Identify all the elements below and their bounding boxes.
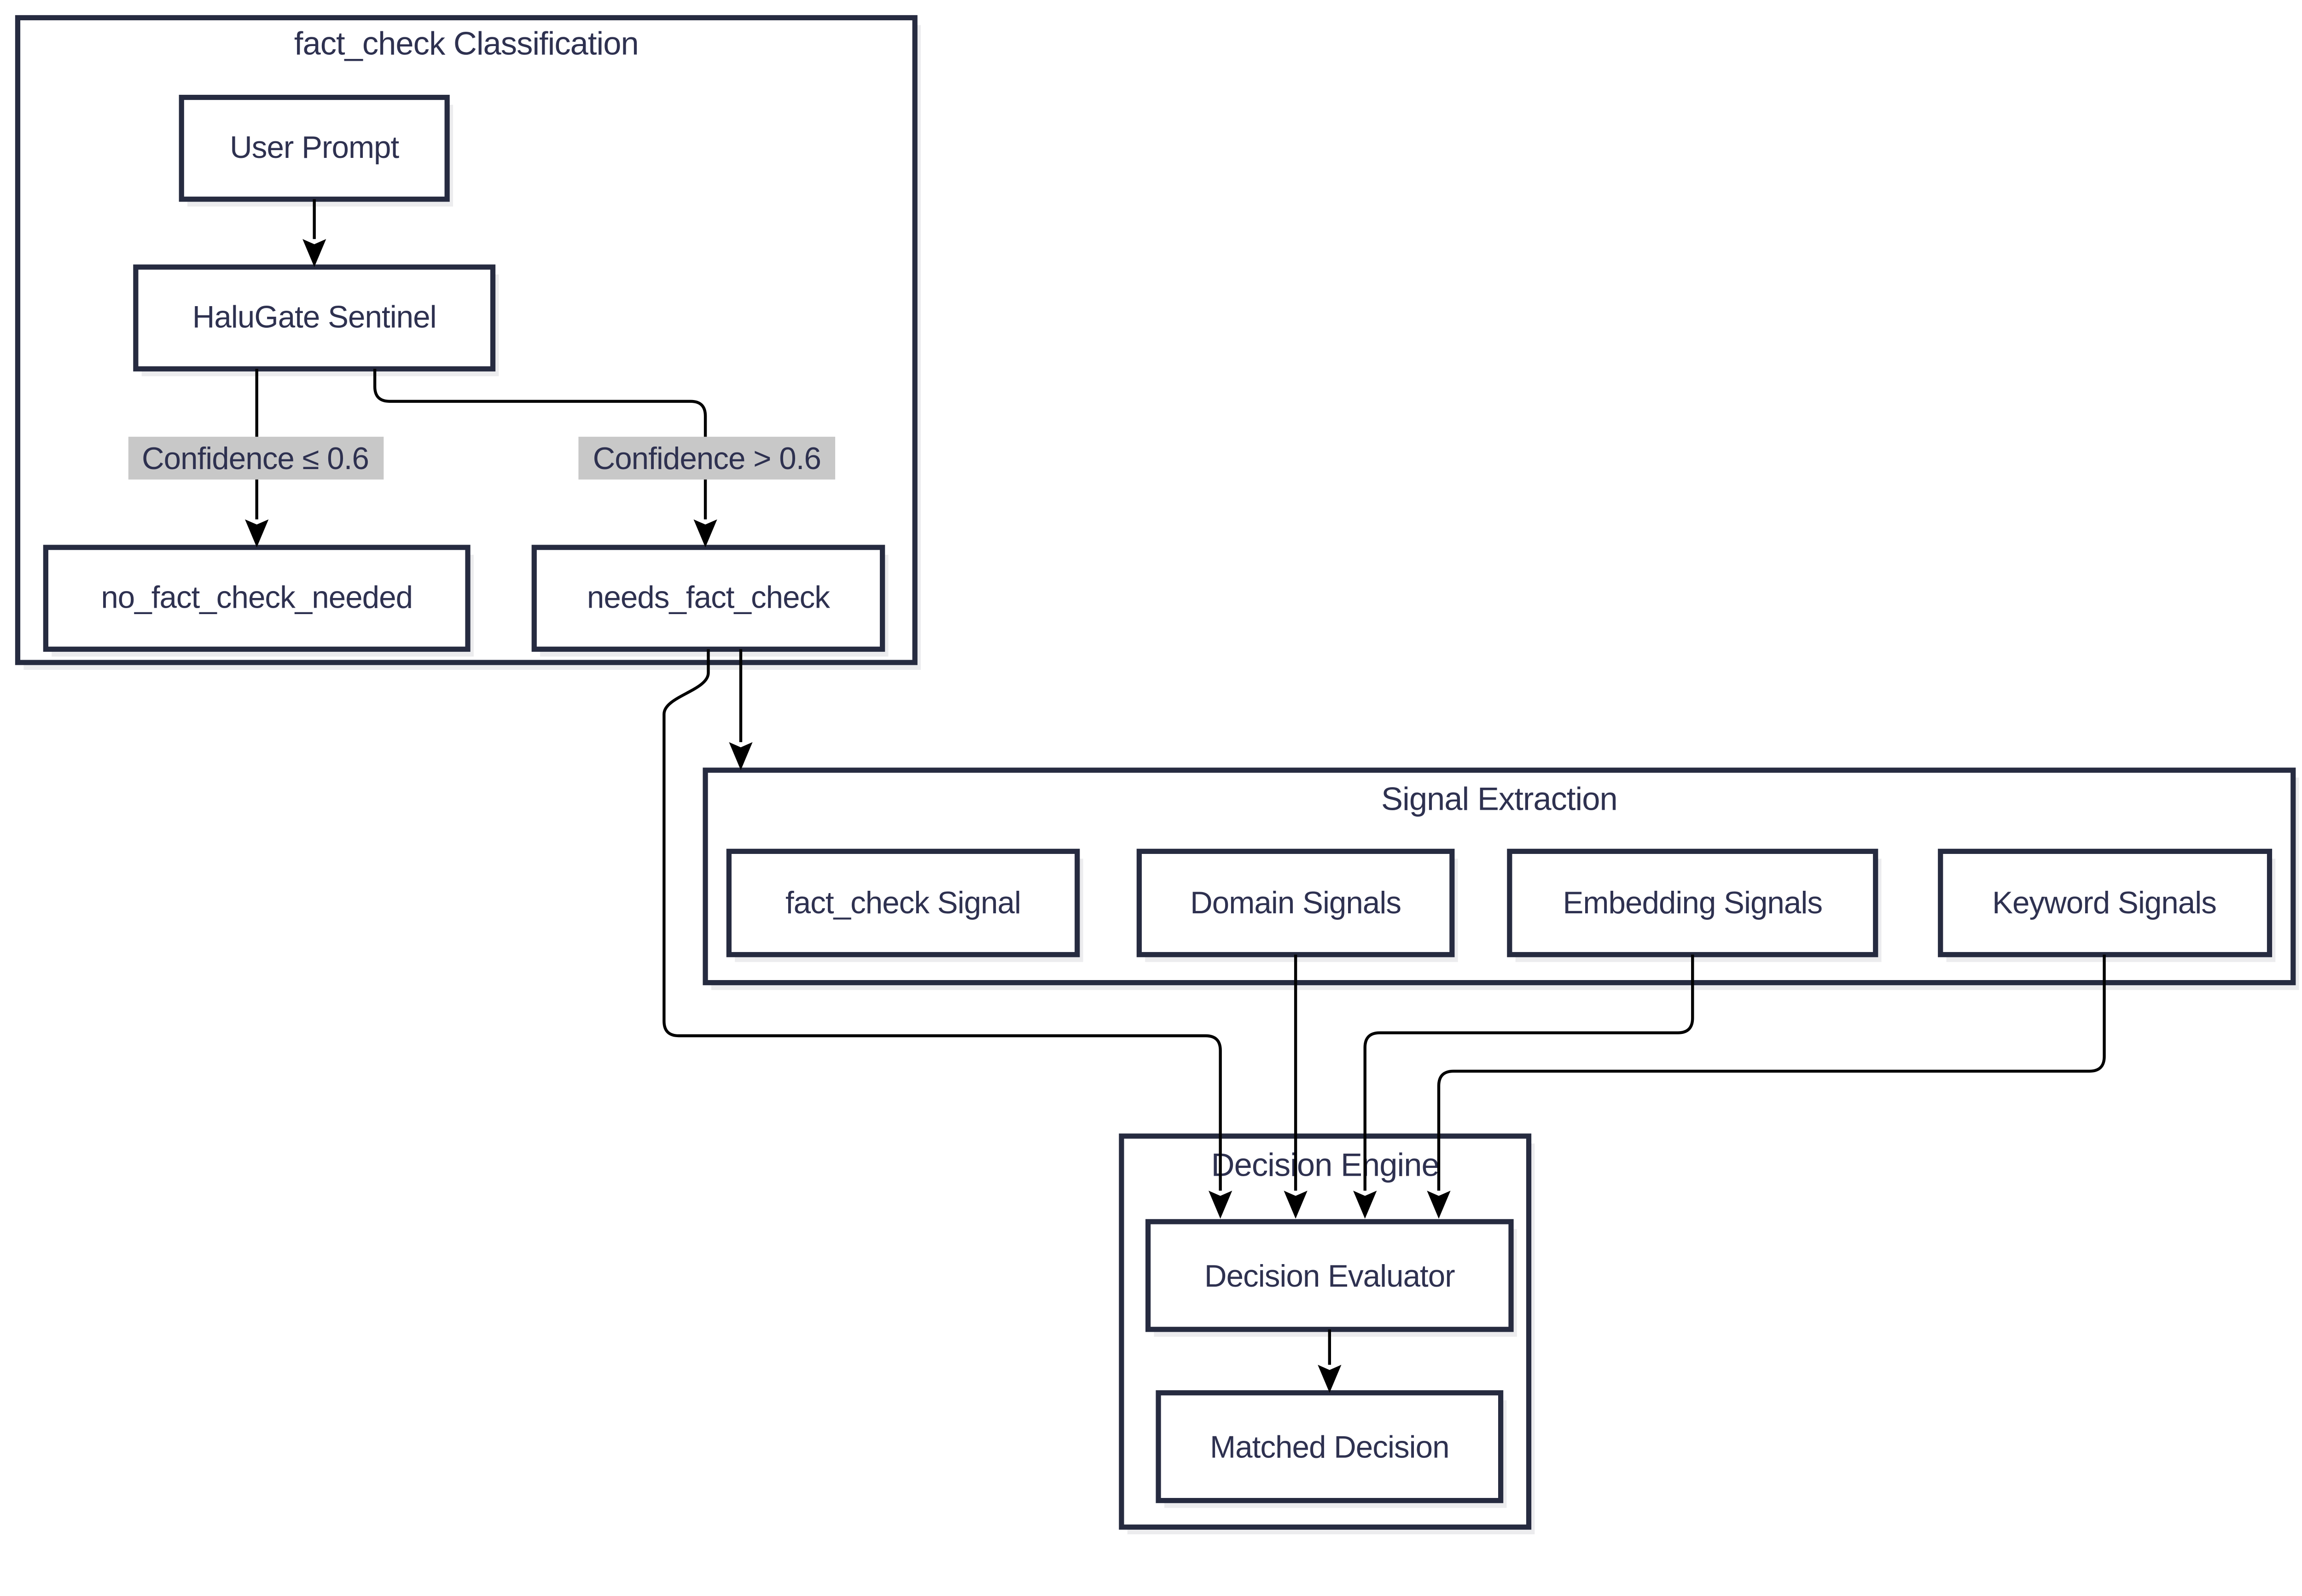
arrowhead-icon [1427,1190,1451,1219]
node-needs-fact-check-box [531,545,885,652]
edge-label-low-confidence-text: Confidence ≤ 0.6 [142,441,369,476]
edge-halugate-to-needs-fact-check [373,369,707,520]
node-keyword-signals-box [1938,848,2273,958]
node-matched-decision-label: Matched Decision [1210,1430,1449,1465]
edge-label-low-confidence: Confidence ≤ 0.6 [128,436,384,480]
node-no-fact-check-needed: no_fact_check_needed [43,545,474,657]
arrowhead-icon [1284,1190,1308,1219]
node-matched-decision-box [1156,1390,1504,1503]
edge-label-high-confidence-bg [578,436,836,480]
node-no-fact-check-needed-box [43,545,471,652]
node-halugate-sentinel: HaluGate Sentinel [133,264,499,377]
edge-keyword-signals-to-decision-evaluator [1437,954,2106,1191]
node-fact-check-signal: fact_check Signal [726,848,1083,962]
node-user-prompt: User Prompt [179,94,453,207]
node-user-prompt-label: User Prompt [230,130,399,165]
arrowhead-icon [729,742,753,771]
node-keyword-signals: Keyword Signals [1938,848,2276,962]
node-domain-signals-label: Domain Signals [1190,886,1401,920]
node-decision-evaluator: Decision Evaluator [1145,1219,1517,1337]
node-halugate-sentinel-label: HaluGate Sentinel [192,300,436,335]
node-decision-evaluator-box [1145,1219,1514,1332]
edge-label-high-confidence: Confidence > 0.6 [578,436,836,480]
node-embedding-signals-box [1507,848,1878,958]
edge-embedding-signals-to-decision-evaluator [1363,954,1694,1191]
cluster-classification-title: fact_check Classification [294,25,639,62]
arrowhead-icon [302,239,326,267]
edge-label-low-confidence-bg [128,436,384,480]
arrowhead-icon [1353,1190,1377,1219]
node-embedding-signals: Embedding Signals [1507,848,1882,962]
arrowhead-icon [245,519,269,548]
node-domain-signals-box [1136,848,1455,958]
arrowhead-icon [1208,1190,1232,1219]
node-fact-check-signal-box [726,848,1080,958]
edge-needs-fact-check-to-decision-evaluator [663,649,1222,1191]
node-decision-evaluator-label: Decision Evaluator [1204,1259,1455,1294]
arrowhead-icon [1318,1364,1342,1393]
node-keyword-signals-label: Keyword Signals [1992,886,2216,920]
node-needs-fact-check-label: needs_fact_check [587,580,830,615]
node-user-prompt-box [179,94,450,202]
node-fact-check-signal-label: fact_check Signal [785,886,1021,920]
node-needs-fact-check: needs_fact_check [531,545,889,657]
cluster-signal-extraction-title: Signal Extraction [1381,781,1617,817]
node-domain-signals: Domain Signals [1136,848,1458,962]
arrowhead-icon [693,519,717,548]
flowchart-canvas: fact_check Classification Signal Extract… [15,15,2299,1535]
node-embedding-signals-label: Embedding Signals [1563,886,1823,920]
cluster-decision-engine-title: Decision Engine [1211,1146,1439,1183]
node-matched-decision: Matched Decision [1156,1390,1507,1508]
node-no-fact-check-needed-label: no_fact_check_needed [101,580,413,615]
edge-label-high-confidence-text: Confidence > 0.6 [593,441,821,476]
edges [245,199,2106,1393]
